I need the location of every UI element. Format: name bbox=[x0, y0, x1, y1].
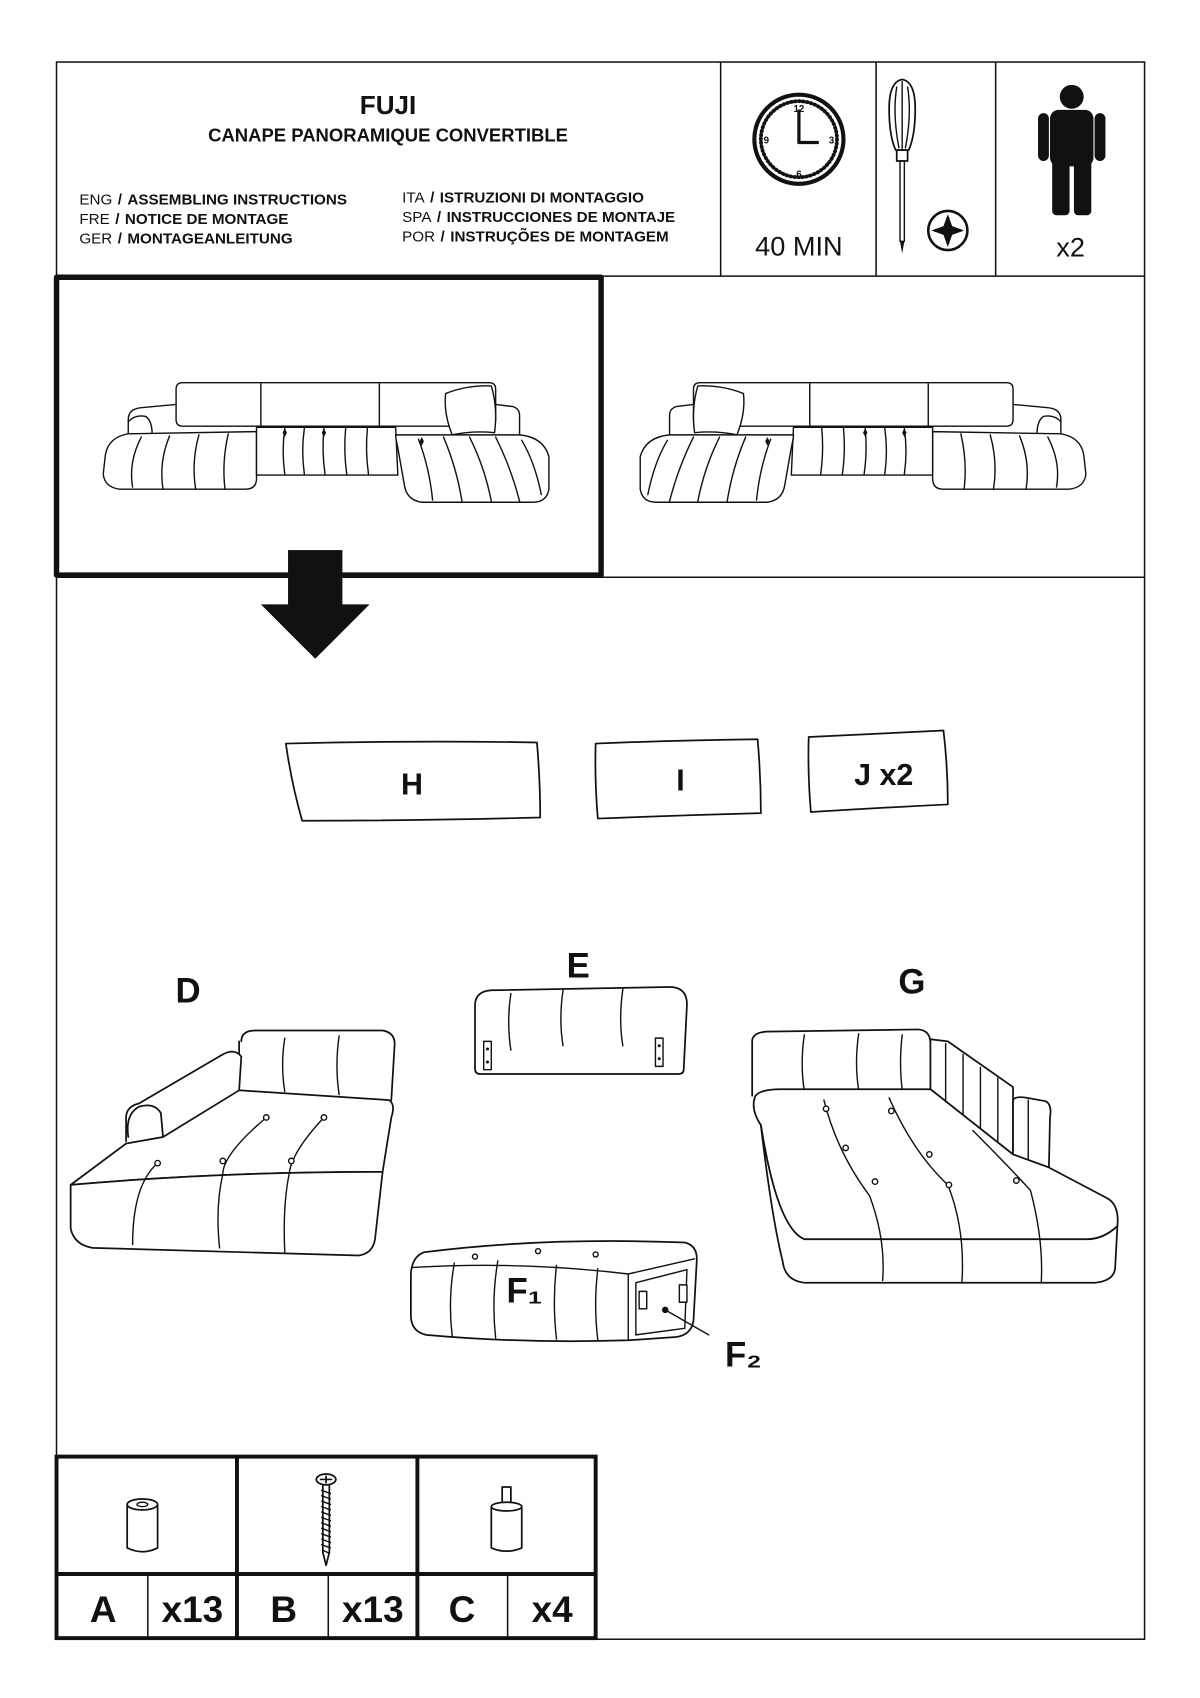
sofa-configuration-right bbox=[639, 381, 1087, 503]
clock-number-9: 9 bbox=[764, 136, 770, 147]
clock-icon: 12 3 6 9 bbox=[752, 92, 846, 186]
tuft-buttons bbox=[822, 1105, 1020, 1189]
part-count-a: x13 bbox=[162, 1589, 224, 1630]
piece-label-f1: F₁ bbox=[507, 1272, 543, 1310]
product-title: FUJI bbox=[360, 90, 417, 120]
language-line-por: POR/INSTRUÇÕES DE MONTAGEM bbox=[402, 227, 669, 245]
spacer-tube-icon bbox=[126, 1498, 159, 1553]
down-arrow-icon bbox=[260, 550, 370, 659]
sofa-left-chaise-configuration bbox=[102, 381, 550, 503]
piece-g-right-chaise bbox=[751, 1028, 1119, 1284]
language-line-ger: GER/MONTAGEANLEITUNG bbox=[79, 231, 292, 248]
language-line-eng: ENG/ASSEMBLING INSTRUCTIONS bbox=[79, 191, 347, 208]
cushion-i: I bbox=[594, 738, 762, 820]
clock-number-3: 3 bbox=[829, 136, 835, 147]
header-title-block: FUJI CANAPE PANORAMIQUE CONVERTIBLE ENG/… bbox=[79, 90, 675, 247]
part-id-a: A bbox=[90, 1589, 117, 1630]
tools-cell bbox=[888, 78, 969, 254]
persons-required: x2 bbox=[1056, 232, 1085, 263]
person-icon bbox=[1038, 84, 1106, 216]
assembly-time: 40 MIN bbox=[755, 231, 843, 262]
piece-f-sofa-bed: F₁ F₂ bbox=[409, 1240, 762, 1374]
cushion-label-h: H bbox=[401, 768, 423, 802]
piece-label-d: D bbox=[175, 972, 200, 1010]
language-line-fre: FRE/NOTICE DE MONTAGE bbox=[79, 211, 288, 228]
phillips-head-icon bbox=[926, 209, 969, 252]
sofa-foot-icon bbox=[490, 1486, 523, 1553]
piece-d-left-chaise bbox=[69, 1029, 396, 1257]
part-count-c: x4 bbox=[532, 1589, 574, 1630]
language-line-spa: SPA/INSTRUCCIONES DE MONTAJE bbox=[402, 209, 675, 226]
cushion-label-j: J x2 bbox=[854, 758, 913, 792]
piece-label-f2: F₂ bbox=[725, 1336, 762, 1374]
f2-leader-line bbox=[664, 1309, 710, 1336]
piece-label-e: E bbox=[567, 947, 590, 985]
sofa-right-chaise-configuration bbox=[639, 381, 1087, 503]
piece-e-backrest bbox=[474, 986, 688, 1075]
part-id-b: B bbox=[270, 1589, 297, 1630]
part-id-c: C bbox=[449, 1589, 476, 1630]
bracket-icon bbox=[638, 1284, 688, 1310]
sofa-configuration-left bbox=[102, 381, 550, 503]
bracket-icon bbox=[654, 1037, 664, 1068]
assembly-time-cell: 12 3 6 9 40 MIN bbox=[752, 92, 846, 262]
hardware-parts-table: A x13 B x13 C x4 bbox=[54, 1454, 598, 1641]
tuft-buttons bbox=[154, 1114, 328, 1167]
cushion-h: H bbox=[285, 740, 542, 822]
bracket-icon bbox=[482, 1040, 493, 1071]
part-count-b: x13 bbox=[342, 1589, 404, 1630]
piece-label-g: G bbox=[898, 964, 925, 1002]
screwdriver-icon bbox=[888, 78, 917, 254]
product-subtitle: CANAPE PANORAMIQUE CONVERTIBLE bbox=[208, 124, 568, 145]
clock-number-12: 12 bbox=[793, 104, 804, 115]
screw-icon bbox=[315, 1473, 337, 1567]
clock-number-6: 6 bbox=[796, 169, 802, 180]
persons-cell: x2 bbox=[1038, 84, 1106, 263]
language-line-ita: ITA/ISTRUZIONI DI MONTAGGIO bbox=[402, 189, 644, 206]
cushion-label-i: I bbox=[676, 763, 684, 797]
cushion-j: J x2 bbox=[807, 729, 949, 813]
